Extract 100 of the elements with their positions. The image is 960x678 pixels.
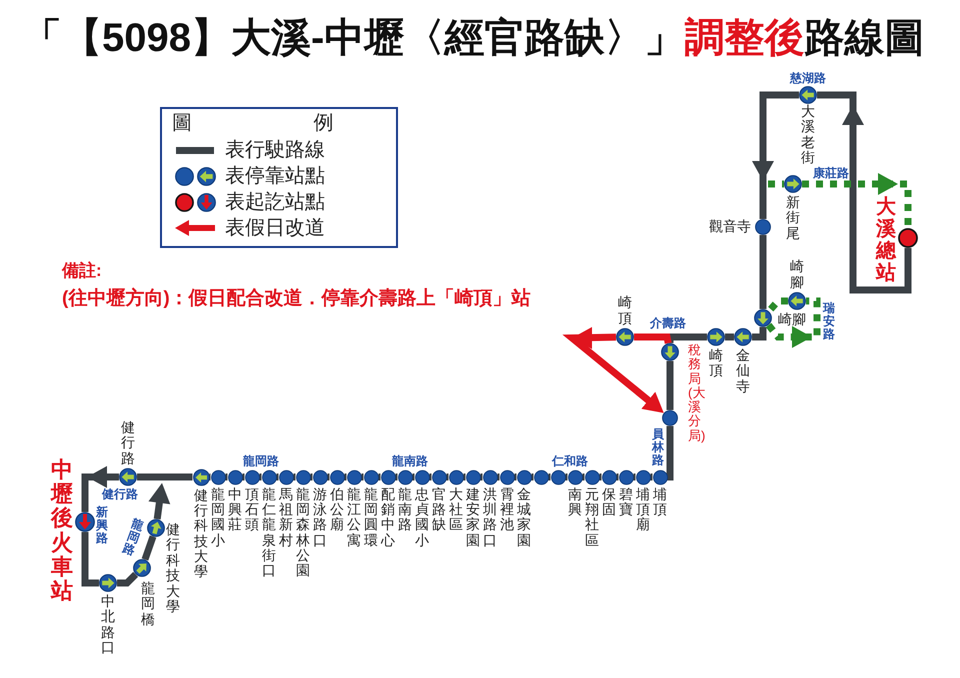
- station-name: 龍仁龍泉街口: [262, 486, 276, 579]
- route-line: [752, 92, 799, 219]
- legend-text: 表停靠站點: [225, 164, 325, 189]
- terminal-name: 大溪總站: [876, 196, 896, 284]
- station-name: 南興: [568, 486, 582, 518]
- detour-line: [562, 327, 664, 413]
- station-name: 埔頂: [653, 486, 667, 518]
- route-line: [82, 466, 119, 512]
- station-name: 霄裡池: [500, 486, 514, 533]
- stop-dot-icon: [228, 470, 242, 484]
- stop-dot-icon: [755, 219, 771, 235]
- route-line: [760, 235, 766, 309]
- station-name: 觀音寺: [709, 219, 751, 235]
- dotted-route-line: [766, 298, 788, 314]
- road-name: 龍岡路: [120, 517, 146, 558]
- road-name: 仁和路: [552, 455, 588, 468]
- note-heading: 備註:: [62, 261, 102, 282]
- station-name: 官路缺: [432, 486, 446, 533]
- stop-dot-icon: [534, 470, 548, 484]
- station-name: 配銷中心: [381, 486, 395, 548]
- detour-line: [634, 334, 672, 344]
- road-name: 健行路: [102, 488, 138, 502]
- route-line: [137, 474, 192, 480]
- route-line: [666, 426, 674, 480]
- stop-dot-icon: [500, 470, 514, 484]
- stop-dot-icon: [466, 470, 480, 484]
- station-name: 崎頂: [709, 348, 723, 379]
- station-name: 健行路: [121, 420, 135, 466]
- legend-title: 圖 例: [172, 111, 335, 136]
- stop-dot-icon: [652, 470, 668, 484]
- stop-dot-icon: [618, 470, 634, 484]
- station-name: 洪圳路口: [483, 486, 497, 548]
- stop-dot-icon: [278, 470, 294, 484]
- stop-dot-icon: [414, 470, 430, 484]
- stop-dot-icon: [312, 470, 328, 484]
- stop-dot-icon: [330, 470, 344, 484]
- stop-dot-icon: [584, 470, 600, 484]
- title: 「【5098】大溪-中壢〈經官路缺〉」調整後路線圖: [22, 15, 924, 62]
- stop-dot-icon: [296, 470, 310, 484]
- station-name: 金城家園: [517, 486, 531, 548]
- stop-dot-icon: [244, 470, 260, 484]
- road-name: 瑞安路: [823, 302, 835, 342]
- station-name: 金仙寺: [736, 348, 750, 394]
- road-name: 康莊路: [813, 167, 849, 180]
- stop-dot-icon: [516, 470, 532, 484]
- station-name: 龍岡橋: [141, 581, 155, 628]
- route-line: [666, 361, 674, 410]
- station-name: 崎頂: [618, 295, 632, 326]
- station-name: 龍岡森林公園: [296, 486, 310, 579]
- station-name: 頂石頭: [245, 486, 259, 533]
- stop-dot-icon: [210, 470, 226, 484]
- stop-dot-icon: [448, 470, 464, 484]
- station-name: 崎腳: [790, 259, 804, 290]
- stop-dot-icon: [262, 470, 276, 484]
- station-name: 忠貞國小: [415, 486, 429, 548]
- station-name: 龍江公寓: [347, 486, 361, 548]
- station-name: 新街尾: [786, 195, 800, 242]
- station-name: 保固: [602, 486, 616, 518]
- route-line: [817, 92, 912, 294]
- station-name: 埔頂廟: [636, 486, 650, 533]
- station-name: 健行科技大學: [166, 522, 180, 614]
- road-name: 新興路: [96, 506, 108, 546]
- stop-dot-icon: [398, 470, 412, 484]
- road-name: 慈湖路: [790, 72, 826, 86]
- route-line: [752, 327, 766, 340]
- station-name: 龍南路: [398, 486, 412, 533]
- station-name: 元翔社區: [585, 486, 599, 548]
- station-name: 大溪老街: [801, 104, 815, 166]
- route-line: [148, 483, 170, 520]
- station-name: 中北路口: [101, 594, 115, 656]
- stop-dot-icon: [482, 470, 498, 484]
- station-name: 大社區: [449, 486, 463, 533]
- stop-dot-icon: [380, 470, 396, 484]
- route-line: [142, 535, 156, 561]
- note-text: (往中壢方向)：假日配合改道．停靠介壽路上「崎頂」站: [62, 288, 531, 311]
- route-line: [725, 334, 734, 340]
- road-name: 介壽路: [650, 317, 686, 330]
- station-name: 崎腳: [778, 312, 806, 328]
- stop-dot-icon: [346, 470, 362, 484]
- route-line: [117, 572, 138, 586]
- station-name: 伯公廟: [330, 486, 344, 533]
- stop-dot-icon: [432, 470, 446, 484]
- dotted-route-line: [768, 180, 784, 188]
- station-name: 龍岡國小: [211, 486, 225, 548]
- legend-text: 表起訖站點: [225, 190, 325, 215]
- legend-text: 表假日改道: [225, 216, 325, 241]
- station-name: 碧寶: [619, 486, 633, 518]
- road-name: 龍南路: [392, 455, 428, 468]
- station-name: 龍岡圓環: [364, 486, 378, 548]
- dotted-route-line: [766, 298, 820, 348]
- station-name: 建安家園: [466, 486, 480, 548]
- road-name: 員林路: [652, 428, 664, 468]
- station-name: 游泳路口: [313, 486, 327, 548]
- stop-dot-icon: [636, 470, 650, 484]
- route-line: [82, 532, 99, 586]
- dotted-route-line: [802, 173, 912, 228]
- station-name: 健行科技大學: [194, 488, 208, 580]
- station-name: 馬祖新村: [279, 486, 293, 548]
- stop-dot-icon: [550, 470, 566, 484]
- legend-text: 表行駛路線: [225, 138, 325, 163]
